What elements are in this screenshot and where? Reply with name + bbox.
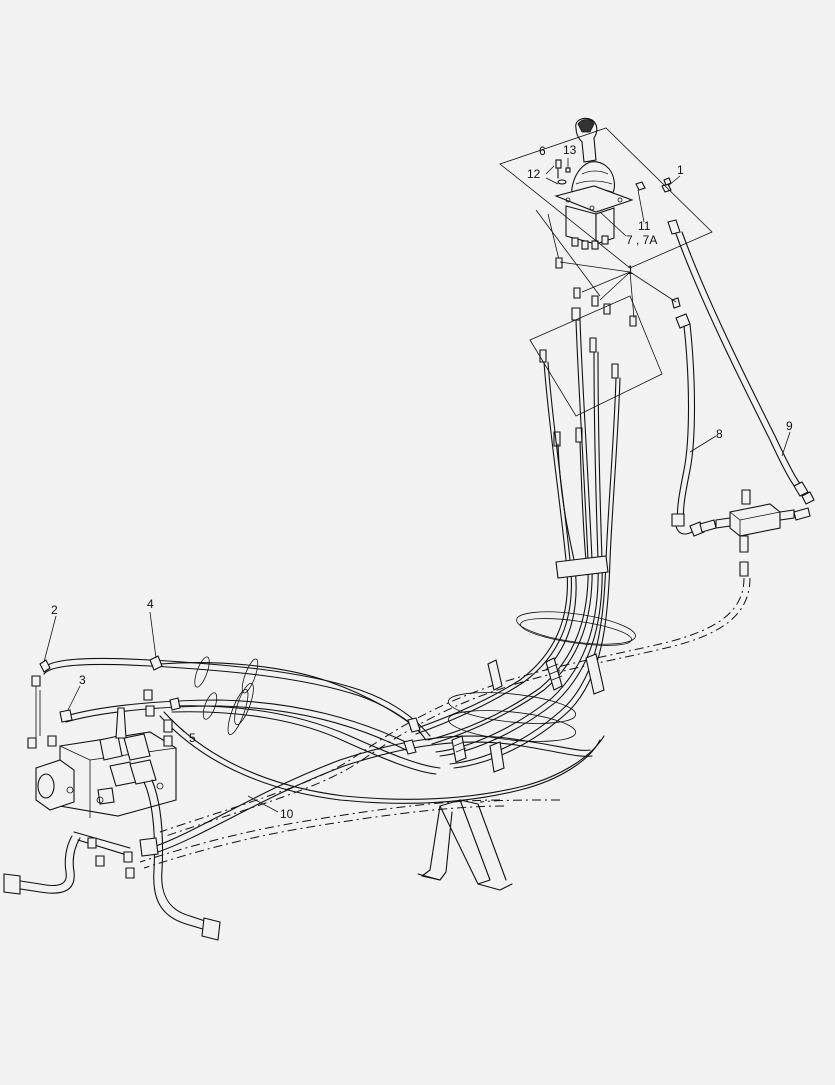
callout-13: 13 bbox=[563, 143, 577, 157]
upper-fittings bbox=[539, 257, 681, 447]
valve-hoses bbox=[43, 657, 605, 853]
callout-8: 8 bbox=[716, 427, 723, 441]
callout-11: 11 bbox=[638, 219, 651, 233]
callout-7-7a: 7 , 7A bbox=[626, 233, 657, 247]
tee-block bbox=[715, 489, 795, 577]
mounting-stand bbox=[417, 799, 513, 891]
callout-10: 10 bbox=[280, 807, 294, 821]
callout-6: 6 bbox=[539, 144, 546, 158]
callout-4: 4 bbox=[147, 597, 154, 611]
valve-pipes bbox=[3, 779, 221, 941]
callout-2: 2 bbox=[51, 603, 58, 617]
callout-5: 5 bbox=[189, 731, 196, 745]
callout-1-top: 1 bbox=[677, 163, 684, 177]
callout-3: 3 bbox=[79, 673, 86, 687]
joystick-explode-frame bbox=[499, 127, 713, 269]
bundle-clamp bbox=[555, 555, 609, 579]
frame-clips bbox=[403, 653, 605, 773]
callout-1-middle: 1 bbox=[627, 263, 634, 277]
control-valve bbox=[27, 655, 181, 818]
hose-9 bbox=[667, 219, 815, 521]
joystick-assembly bbox=[554, 117, 672, 250]
callout-12: 12 bbox=[527, 167, 541, 181]
hose-bundle bbox=[411, 319, 621, 769]
hose-8 bbox=[671, 313, 717, 537]
callout-9: 9 bbox=[786, 419, 793, 433]
